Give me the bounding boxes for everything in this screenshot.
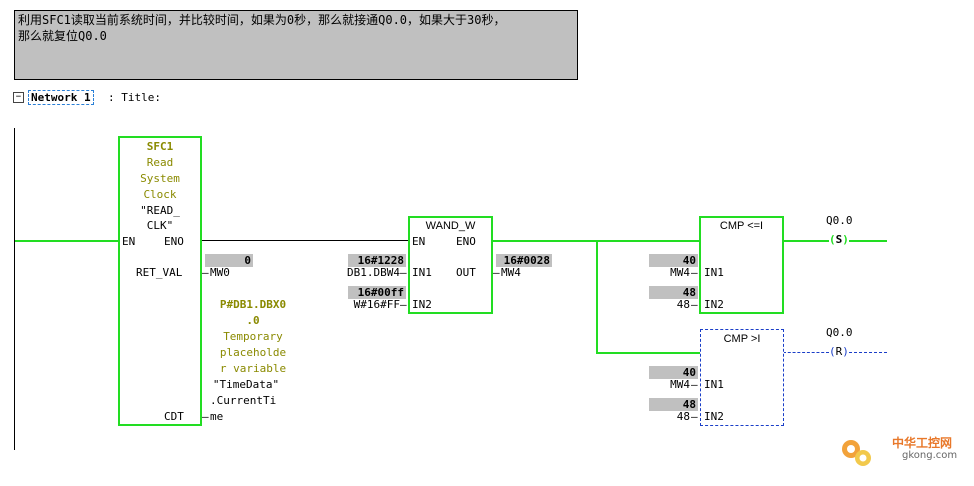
wand-in1-value: 16#1228 — [348, 254, 406, 267]
sfc1-desc-1: Read — [146, 156, 174, 169]
cdt-tick: – — [202, 410, 209, 423]
cdt-address-2: .0 — [246, 314, 260, 327]
gear-logo-icon — [838, 434, 874, 470]
cmp-gt-in2-tick: – — [691, 410, 698, 423]
wand-en-pin: EN — [412, 235, 426, 248]
wand-in2-pin: IN2 — [412, 298, 432, 311]
wand-in1-pin: IN1 — [412, 266, 432, 279]
cmp-le-in2-value: 48 — [649, 286, 698, 299]
sfc1-block[interactable] — [118, 136, 202, 426]
network-comment[interactable]: 利用SFC1读取当前系统时间，并比较时间，如果为0秒，那么就接通Q0.0，如果大… — [14, 10, 578, 80]
wand-out-value: 16#0028 — [496, 254, 552, 267]
wand-in1-tick: – — [400, 266, 407, 279]
cmp-le-block[interactable] — [699, 216, 784, 314]
wire-cmp-gt-to-reset-coil — [783, 352, 829, 353]
sfc1-symbol-1: "READ_ — [140, 204, 180, 217]
wand-in1-operand[interactable]: DB1.DBW4 — [347, 266, 400, 279]
cdt-comment-1: Temporary — [223, 330, 283, 343]
comment-line-1: 利用SFC1读取当前系统时间，并比较时间，如果为0秒，那么就接通Q0.0，如果大… — [18, 13, 506, 27]
wire-branch-to-cmp-gt — [596, 352, 700, 354]
cmp-gt-in2-pin: IN2 — [704, 410, 724, 423]
wand-out-operand[interactable]: MW4 — [501, 266, 521, 279]
network-label[interactable]: Network 1 — [28, 90, 94, 105]
cmp-gt-in1-value: 40 — [649, 366, 698, 379]
wand-w-name: WAND_W — [425, 220, 476, 232]
sfc1-name: SFC1 — [146, 140, 174, 153]
reset-coil-address[interactable]: Q0.0 — [826, 326, 853, 339]
set-coil-address[interactable]: Q0.0 — [826, 214, 853, 227]
sfc1-ret-val-pin: RET_VAL — [136, 266, 183, 279]
set-coil[interactable]: (S) — [829, 233, 849, 246]
network-title[interactable]: : Title: — [108, 91, 161, 104]
wire-branch-vertical — [596, 240, 598, 354]
watermark-url: gkong.com — [902, 450, 958, 461]
cdt-address-1: P#DB1.DBX0 — [219, 298, 287, 311]
ret-val-value: 0 — [205, 254, 253, 267]
wand-in2-operand[interactable]: W#16#FF — [353, 298, 400, 311]
cmp-gt-in2-value: 48 — [649, 398, 698, 411]
sfc1-desc-2: System — [140, 172, 180, 185]
reset-coil-symbol: R — [835, 345, 843, 358]
comment-line-2: 那么就复位Q0.0 — [18, 29, 107, 43]
sfc1-eno-pin: ENO — [164, 235, 184, 248]
cmp-le-in2-tick: – — [691, 298, 698, 311]
cmp-gt-name: CMP >I — [723, 333, 761, 345]
cmp-gt-in2-operand[interactable]: 48 — [676, 410, 690, 423]
ret-val-tick: – — [202, 266, 209, 279]
cmp-gt-in1-tick: – — [691, 378, 698, 391]
cmp-le-in1-tick: – — [691, 266, 698, 279]
sfc1-desc-3: Clock — [143, 188, 177, 201]
wand-w-block[interactable] — [408, 216, 493, 314]
wire-cmp-le-to-set-coil — [783, 240, 829, 242]
cdt-comment-3: r variable — [219, 362, 287, 375]
cmp-le-name: CMP <=I — [719, 220, 764, 232]
cdt-symbol-1: "TimeData" — [212, 378, 280, 391]
cmp-gt-block[interactable] — [700, 329, 784, 426]
wire-reset-coil-out — [849, 352, 887, 353]
cdt-comment-2: placeholde — [219, 346, 287, 359]
power-rail — [14, 128, 15, 450]
wand-out-tick: – — [493, 266, 500, 279]
ret-val-operand[interactable]: MW0 — [210, 266, 230, 279]
cmp-gt-in1-pin: IN1 — [704, 378, 724, 391]
sfc1-symbol-2: CLK" — [146, 219, 174, 232]
cmp-le-in1-pin: IN1 — [704, 266, 724, 279]
cmp-le-in2-operand[interactable]: 48 — [676, 298, 690, 311]
reset-coil[interactable]: (R) — [829, 345, 849, 358]
sfc1-cdt-pin: CDT — [164, 410, 184, 423]
cdt-symbol-3[interactable]: me — [210, 410, 224, 423]
cdt-symbol-2: .CurrentTi — [210, 394, 277, 407]
cmp-le-in2-pin: IN2 — [704, 298, 724, 311]
wire-sfc1-to-wand — [201, 240, 410, 241]
wand-out-pin: OUT — [456, 266, 476, 279]
sfc1-en-pin: EN — [122, 235, 136, 248]
wand-eno-pin: ENO — [456, 235, 476, 248]
cmp-gt-in1-operand[interactable]: MW4 — [670, 378, 690, 391]
cmp-le-in1-operand[interactable]: MW4 — [670, 266, 690, 279]
watermark-brand: 中华工控网 — [892, 436, 953, 450]
wand-in2-tick: – — [400, 298, 407, 311]
collapse-toggle-icon[interactable]: − — [13, 92, 24, 103]
wire-rail-to-sfc1 — [15, 240, 120, 242]
wand-in2-value: 16#00ff — [348, 286, 406, 299]
set-coil-symbol: S — [835, 233, 843, 246]
cmp-le-in1-value: 40 — [649, 254, 698, 267]
wire-set-coil-out — [849, 240, 887, 242]
